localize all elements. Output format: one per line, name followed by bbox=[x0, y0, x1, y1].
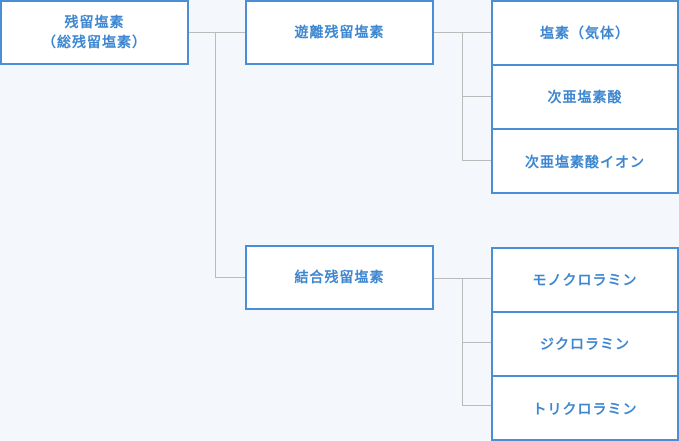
leaf-chlorine-gas: 塩素（気体） bbox=[493, 2, 677, 66]
leaf-trichloramine: トリクロラミン bbox=[532, 402, 638, 418]
leaf-hypochlorous-acid: 次亜塩素酸 bbox=[493, 66, 677, 130]
connector-free-child-3 bbox=[462, 160, 491, 161]
connector-combined-child-2 bbox=[462, 342, 491, 343]
connector-root-to-trunk bbox=[188, 32, 216, 33]
connector-combined-child-3 bbox=[462, 405, 491, 406]
connector-free-child-2 bbox=[462, 96, 491, 97]
leaf-hypochlorite-ion: 次亜塩素酸イオン bbox=[525, 155, 645, 171]
connector-trunk-to-free bbox=[215, 32, 245, 33]
root-label-line1: 残留塩素 bbox=[64, 14, 125, 31]
node-free-residual-chlorine: 遊離残留塩素 bbox=[245, 0, 434, 65]
root-label-line2: （総残留塩素） bbox=[42, 34, 147, 51]
connector-trunk bbox=[215, 32, 216, 278]
leaf-monochloramine: モノクロラミン bbox=[493, 249, 677, 313]
node-combined-residual-chlorine: 結合残留塩素 bbox=[245, 245, 434, 310]
free-chlorine-children: 塩素（気体） 次亜塩素酸 次亜塩素酸イオン bbox=[491, 0, 679, 194]
leaf-dichloramine: ジクロラミン bbox=[493, 313, 677, 377]
root-node-total-residual-chlorine: 残留塩素 （総残留塩素） bbox=[0, 0, 189, 65]
connector-trunk-to-combined bbox=[215, 277, 245, 278]
combined-chlorine-children: モノクロラミン ジクロラミン トリクロラミン bbox=[491, 247, 679, 441]
